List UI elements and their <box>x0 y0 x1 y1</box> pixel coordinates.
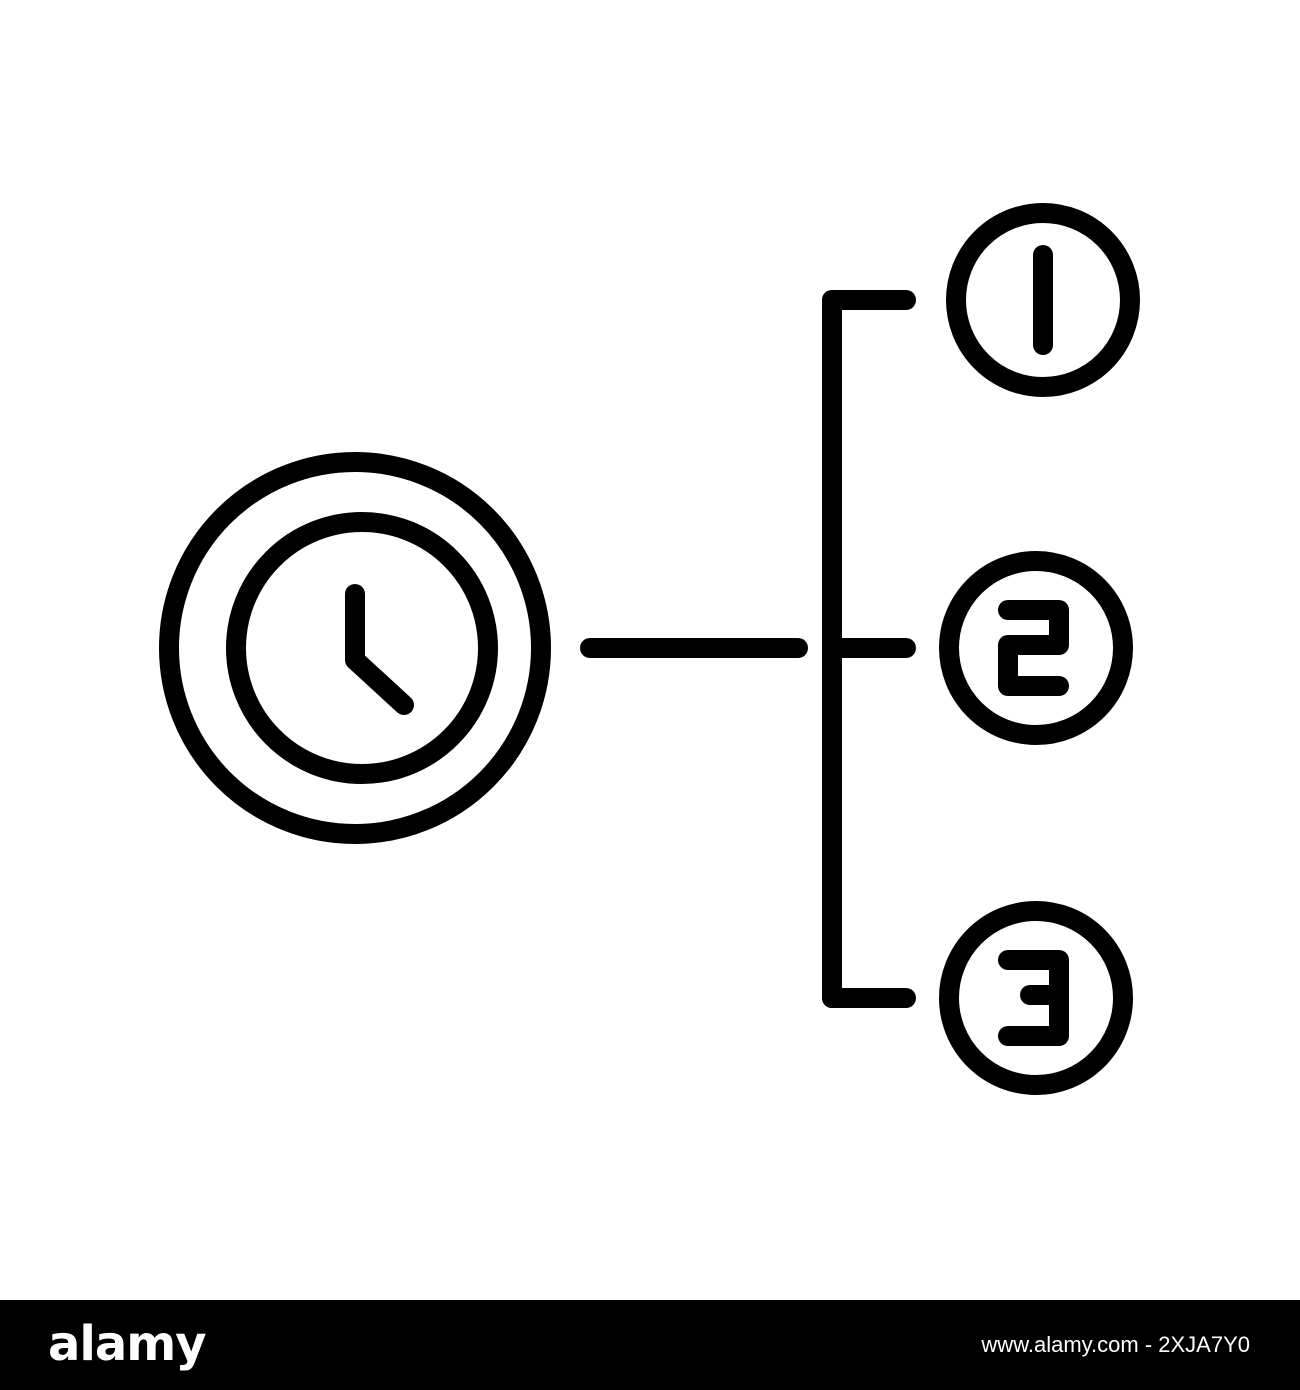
timeline-steps-diagram <box>159 203 1140 1095</box>
step-2-digit <box>998 600 1069 696</box>
clock-hands <box>345 584 414 715</box>
number-2-circle-icon <box>939 551 1133 745</box>
step-1-circle <box>946 203 1140 397</box>
step-3-circle <box>939 901 1133 1095</box>
branch-bracket <box>822 290 916 1008</box>
image-id-text: www.alamy.com - 2XJA7Y0 <box>981 1332 1250 1357</box>
step-2-circle <box>939 551 1133 745</box>
clock-outer-ring <box>159 452 551 844</box>
clock-icon <box>159 452 551 844</box>
number-1-circle-icon <box>946 203 1140 397</box>
watermark-footer: alamy www.alamy.com - 2XJA7Y0 <box>0 1300 1300 1390</box>
icon-canvas <box>159 203 1140 1095</box>
number-3-circle-icon <box>939 901 1133 1095</box>
clock-face <box>226 512 498 784</box>
alamy-logo: alamy <box>48 1316 207 1372</box>
step-3-digit <box>998 950 1069 1046</box>
